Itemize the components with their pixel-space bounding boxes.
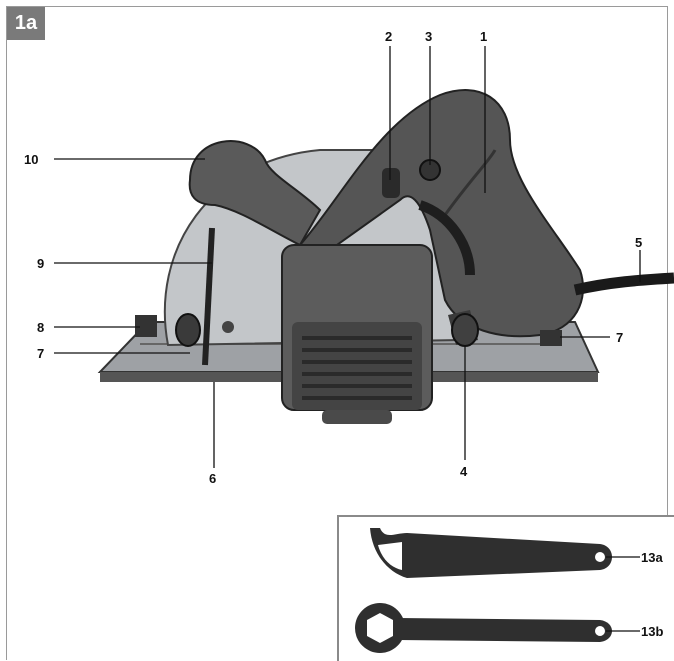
riving-knife [202,227,215,366]
callout-2: 2 [385,29,393,44]
bevel-knob-front [175,313,201,347]
accessory-inset [337,515,674,661]
parallel-guide-clamp [135,315,157,337]
callout-6: 6 [209,471,217,486]
callout-5: 5 [635,235,643,250]
callout-9: 9 [37,256,45,271]
callout-4: 4 [460,464,468,479]
callout-13b: 13b [641,624,664,639]
power-cable [573,272,674,296]
callout-13a: 13a [641,550,663,565]
callout-7-right: 7 [616,330,624,345]
callout-8: 8 [37,320,45,335]
callout-3: 3 [425,29,433,44]
bevel-knob-rear [540,330,562,346]
motor-vents [302,336,412,400]
front-handle [188,140,322,247]
callout-1: 1 [480,29,488,44]
callout-10: 10 [24,152,39,167]
leader-lines [54,46,641,468]
callout-7-left: 7 [37,346,45,361]
figure-frame [6,6,668,660]
figure-badge: 1a [7,7,45,40]
on-off-switch [382,168,400,198]
bevel-scale [418,200,475,276]
